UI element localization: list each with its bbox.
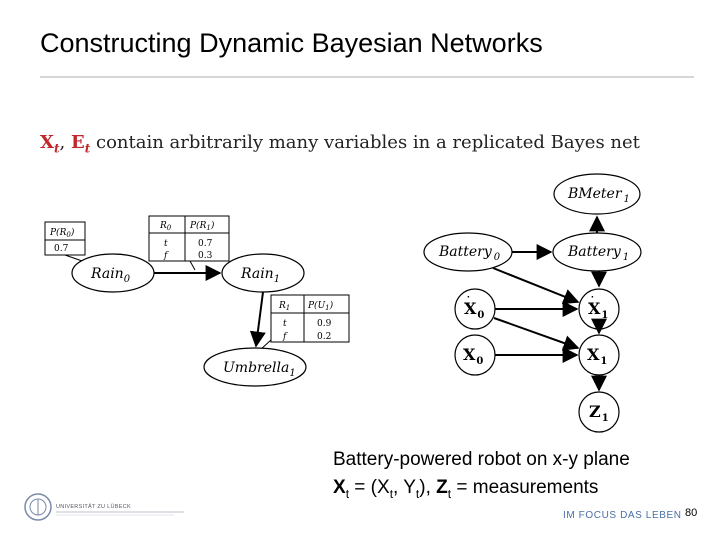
svg-text:Rain1: Rain1	[240, 266, 280, 285]
svg-text:·: ·	[591, 292, 594, 303]
prior-table-value: 0.7	[54, 244, 69, 254]
node-xdot1: X1 ·	[578, 288, 620, 330]
subtitle-text: contain arbitrarily many variables in a …	[96, 132, 640, 153]
node-z1: Z1	[578, 391, 620, 433]
transition-row-p: 0.7	[198, 239, 213, 249]
subtitle: Xt, Et contain arbitrarily many variable…	[40, 132, 640, 156]
node-x1: X1	[578, 334, 620, 376]
transition-connector	[189, 260, 196, 271]
transition-row-cond: t	[164, 239, 168, 249]
edge-rain1-umbrella1	[249, 291, 266, 348]
node-umbrella1: Umbrella1	[203, 347, 307, 387]
sensor-row-p: 0.2	[317, 332, 331, 342]
svg-text:Z1: Z1	[589, 402, 609, 424]
node-x0: X0	[454, 334, 496, 376]
sensor-table: R1 P(U1) t 0.9 f 0.2	[270, 294, 350, 343]
transition-table-h2: P(R1)	[189, 220, 215, 232]
svg-text:X0: X0	[463, 345, 483, 367]
node-rain1: Rain1	[221, 253, 305, 293]
transition-table-h1: R0	[159, 221, 172, 232]
caption: Battery-powered robot on x-y plane Xt = …	[333, 446, 630, 508]
svg-text:X1: X1	[588, 299, 608, 321]
footer-tagline: IM FOCUS DAS LEBEN	[563, 510, 682, 521]
edge-battery0-xdot1	[492, 267, 580, 305]
svg-text:Rain0: Rain0	[90, 266, 131, 285]
page-number: 80	[685, 507, 698, 519]
sensor-row-cond: f	[282, 332, 288, 342]
sensor-table-h1: R1	[278, 301, 290, 312]
svg-text:UNIVERSITÄT ZU LÜBECK: UNIVERSITÄT ZU LÜBECK	[56, 503, 131, 510]
subtitle-separator: ,	[59, 132, 66, 153]
sensor-row-p: 0.9	[317, 319, 332, 329]
subtitle-x-var: Xt	[40, 132, 60, 156]
transition-row-cond: f	[163, 251, 169, 261]
slide-title: Constructing Dynamic Bayesian Networks	[40, 28, 543, 58]
transition-row-p: 0.3	[198, 251, 213, 261]
prior-table: P(R0) 0.7	[44, 221, 86, 256]
svg-text:X0: X0	[464, 299, 484, 321]
node-xdot0: X0 ·	[454, 288, 496, 330]
svg-text:Umbrella1: Umbrella1	[223, 360, 296, 379]
subtitle-e-var: Et	[70, 132, 91, 156]
sensor-table-h2: P(U1)	[307, 300, 334, 312]
prior-table-header: P(R0)	[49, 227, 75, 239]
edge-xdot0-x1	[493, 317, 580, 351]
transition-table: R0 P(R1) t 0.7 f 0.3	[148, 215, 230, 262]
sensor-row-cond: t	[283, 319, 287, 329]
caption-line1: Battery-powered robot on x-y plane	[333, 449, 630, 470]
caption-line2: Xt = (Xt, Yt), Zt = measurements	[333, 477, 599, 501]
svg-text:·: ·	[467, 292, 470, 303]
title-divider	[40, 76, 694, 78]
node-rain0: Rain0	[71, 253, 155, 293]
university-logo: UNIVERSITÄT ZU LÜBECK	[24, 490, 194, 524]
svg-text:X1: X1	[587, 345, 607, 367]
